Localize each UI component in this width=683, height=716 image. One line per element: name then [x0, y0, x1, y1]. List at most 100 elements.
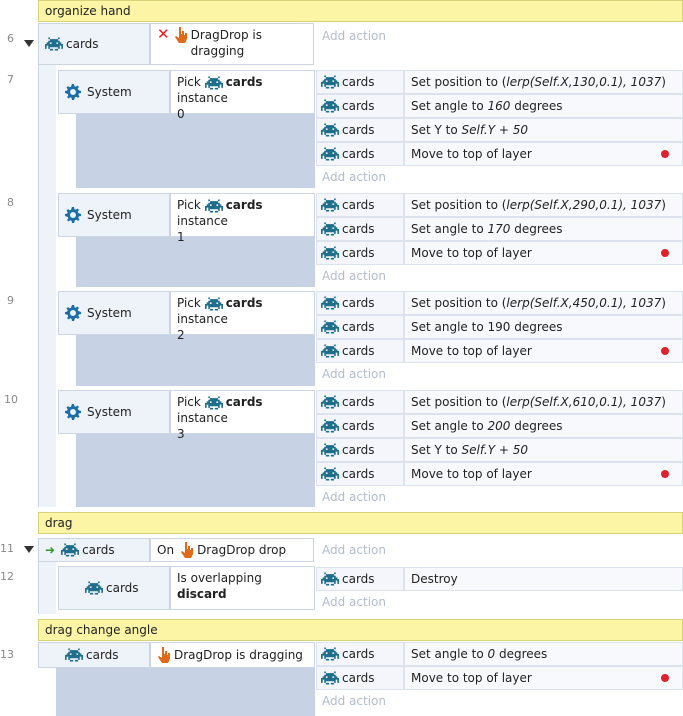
action-text: Move to top of layer	[411, 467, 532, 481]
action-italic: lerp(Self.X,130,0.1), 1037	[506, 75, 662, 89]
action-object-cell[interactable]: cards	[316, 94, 404, 118]
action-end: )	[661, 198, 666, 212]
action-object-cell[interactable]: cards	[316, 241, 404, 265]
pick-label: Pick	[177, 75, 201, 89]
row-number: 6	[7, 32, 14, 45]
group-header-drag-change-angle[interactable]: drag change angle	[38, 619, 683, 641]
space-invader-icon	[321, 467, 339, 481]
object-name: System	[87, 85, 132, 99]
collapse-arrow-icon[interactable]	[24, 40, 34, 47]
action-object-cell[interactable]: cards	[316, 291, 404, 315]
add-action-link[interactable]: Add action	[322, 170, 386, 184]
condition-cell[interactable]: Pick cards instance 1	[170, 193, 315, 244]
group-header-organize-hand[interactable]: organize hand	[38, 0, 683, 22]
breakpoint-icon[interactable]	[661, 470, 669, 478]
action-text: Move to top of layer	[411, 671, 532, 685]
pick-index: 3	[177, 427, 185, 441]
action-text-cell[interactable]: Set position to (lerp(Self.X,610,0.1), 1…	[404, 390, 683, 414]
action-text-cell[interactable]: Destroy	[404, 567, 683, 591]
breakpoint-icon[interactable]	[661, 150, 669, 158]
breakpoint-icon[interactable]	[661, 347, 669, 355]
condition-cell[interactable]: ✕ DragDrop is dragging	[150, 23, 314, 65]
action-object-cell[interactable]: cards	[316, 217, 404, 241]
action-object-cell[interactable]: cards	[316, 315, 404, 339]
condition-cell[interactable]: DragDrop is dragging	[150, 642, 315, 668]
action-text-cell[interactable]: Set Y to Self.Y + 50	[404, 118, 683, 142]
condition-cell[interactable]: Pick cards instance 0	[170, 70, 315, 121]
action-text-cell[interactable]: Set position to (lerp(Self.X,450,0.1), 1…	[404, 291, 683, 315]
action-object-cell[interactable]: cards	[316, 390, 404, 414]
action-object-cell[interactable]: cards	[316, 142, 404, 166]
action-text-cell[interactable]: Move to top of layer	[404, 462, 683, 486]
system-object-cell[interactable]: System	[58, 193, 170, 237]
collapse-arrow-icon[interactable]	[24, 546, 34, 553]
action-object-cell[interactable]: cards	[316, 414, 404, 438]
action-text-cell[interactable]: Set angle to 170 degrees	[404, 217, 683, 241]
action-text-cell[interactable]: Set angle to 200 degrees	[404, 414, 683, 438]
object-name: cards	[342, 99, 375, 113]
action-text: Destroy	[411, 572, 458, 586]
object-name: cards	[342, 443, 375, 457]
space-invader-icon	[321, 320, 339, 334]
condition-cell[interactable]: On DragDrop drop	[150, 538, 314, 562]
row-number: 12	[0, 570, 14, 583]
action-text-cell[interactable]: Set angle to 160 degrees	[404, 94, 683, 118]
action-text-cell[interactable]: Set position to (lerp(Self.X,290,0.1), 1…	[404, 193, 683, 217]
add-action-link[interactable]: Add action	[322, 367, 386, 381]
action-object-cell[interactable]: cards	[316, 438, 404, 462]
action-object-cell[interactable]: cards	[316, 642, 404, 666]
pick-mid: instance	[177, 91, 228, 105]
action-object-cell[interactable]: cards	[316, 462, 404, 486]
system-object-cell[interactable]: System	[58, 70, 170, 114]
object-name: System	[87, 208, 132, 222]
add-action-link[interactable]: Add action	[322, 269, 386, 283]
add-action-link[interactable]: Add action	[322, 543, 386, 557]
nesting-bar	[38, 562, 56, 614]
condition-cell[interactable]: Pick cards instance 2	[170, 291, 315, 342]
condition-cell[interactable]: Pick cards instance 3	[170, 390, 315, 441]
event-object-cell[interactable]: cards	[38, 23, 150, 65]
action-object-cell[interactable]: cards	[316, 666, 404, 690]
breakpoint-icon[interactable]	[661, 674, 669, 682]
add-action-link[interactable]: Add action	[322, 29, 386, 43]
action-text-cell[interactable]: Set angle to 0 degrees	[404, 642, 683, 666]
action-object-cell[interactable]: cards	[316, 193, 404, 217]
event-object-cell[interactable]: cards	[38, 642, 150, 668]
object-name: cards	[342, 222, 375, 236]
breakpoint-icon[interactable]	[661, 249, 669, 257]
action-text-cell[interactable]: Set position to (lerp(Self.X,130,0.1), 1…	[404, 70, 683, 94]
add-action-link[interactable]: Add action	[322, 595, 386, 609]
action-text-cell[interactable]: Move to top of layer	[404, 142, 683, 166]
action-object-cell[interactable]: cards	[316, 339, 404, 363]
action-object-cell[interactable]: cards	[316, 70, 404, 94]
add-action-link[interactable]: Add action	[322, 490, 386, 504]
action-object-cell[interactable]: cards	[316, 118, 404, 142]
action-object-cell[interactable]: cards	[316, 567, 404, 591]
pick-mid: instance	[177, 411, 228, 425]
condition-cell[interactable]: Is overlapping discard	[170, 566, 315, 610]
condition-text: DragDrop drop	[197, 543, 287, 557]
action-text-cell[interactable]: Set angle to 190 degrees	[404, 315, 683, 339]
action-text-cell[interactable]: Move to top of layer	[404, 241, 683, 265]
pick-label: Pick	[177, 296, 201, 310]
action-text-cell[interactable]: Set Y to Self.Y + 50	[404, 438, 683, 462]
system-object-cell[interactable]: System	[58, 291, 170, 335]
space-invader-icon	[321, 246, 339, 260]
group-header-drag[interactable]: drag	[38, 512, 683, 534]
object-name: cards	[342, 123, 375, 137]
condition-text: DragDrop is dragging	[174, 648, 303, 662]
event-object-cell[interactable]: cards	[58, 566, 170, 610]
pick-index: 1	[177, 230, 185, 244]
space-invader-icon	[204, 296, 223, 311]
action-text-cell[interactable]: Move to top of layer	[404, 666, 683, 690]
action-end: )	[661, 395, 666, 409]
action-text-cell[interactable]: Move to top of layer	[404, 339, 683, 363]
space-invader-icon	[321, 296, 339, 310]
event-object-cell[interactable]: ➜ cards	[38, 538, 150, 562]
add-action-link[interactable]: Add action	[322, 694, 386, 708]
object-name: cards	[342, 147, 375, 161]
object-name: cards	[342, 419, 375, 433]
system-object-cell[interactable]: System	[58, 390, 170, 434]
action-italic: 200	[487, 419, 511, 433]
action-italic: lerp(Self.X,610,0.1), 1037	[506, 395, 662, 409]
